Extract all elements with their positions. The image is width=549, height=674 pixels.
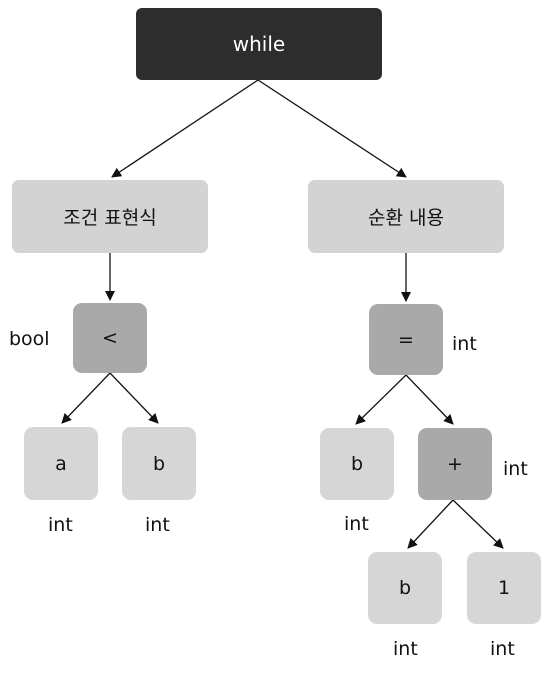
plus-type: int	[503, 458, 528, 480]
edge-while-body	[257, 79, 407, 178]
edge-lt-b	[109, 372, 159, 424]
operand-b-node: b	[122, 427, 196, 500]
plus-right-one-type: int	[490, 638, 515, 660]
plus-left-b-node: b	[368, 552, 442, 624]
assign-node: =	[369, 304, 443, 375]
assign-target-b-type: int	[344, 513, 369, 535]
plus-right-one-node: 1	[467, 552, 541, 624]
edge-assign-plus	[405, 374, 454, 425]
edge-lt-a	[61, 372, 111, 424]
operand-a-label: a	[55, 452, 67, 475]
operand-b-label: b	[152, 452, 166, 475]
edge-while-condition	[111, 79, 259, 178]
edge-plus-one	[452, 499, 504, 549]
edge-assign-b	[355, 374, 407, 425]
while-node: while	[136, 8, 382, 80]
condition-expression-label: 조건 표현식	[63, 207, 157, 229]
edge-plus-b	[407, 499, 454, 549]
less-than-label: <	[102, 327, 118, 349]
assign-type: int	[452, 333, 477, 355]
operand-a-node: a	[24, 427, 98, 500]
operand-b-type: int	[145, 514, 170, 536]
assign-target-b-label: b	[350, 453, 364, 475]
plus-node: +	[418, 428, 492, 500]
loop-body-label: 순환 내용	[368, 207, 444, 229]
operand-a-type: int	[48, 514, 73, 536]
assign-label: =	[398, 328, 414, 351]
less-than-type: bool	[9, 328, 50, 350]
condition-expression-node: 조건 표현식	[12, 180, 208, 253]
while-label: while	[232, 32, 286, 56]
plus-left-b-type: int	[393, 638, 418, 660]
plus-right-one-label: 1	[497, 577, 511, 599]
loop-body-node: 순환 내용	[308, 180, 504, 253]
less-than-node: <	[73, 303, 147, 373]
plus-label: +	[447, 453, 463, 475]
assign-target-b-node: b	[320, 428, 394, 500]
plus-left-b-label: b	[398, 577, 412, 599]
